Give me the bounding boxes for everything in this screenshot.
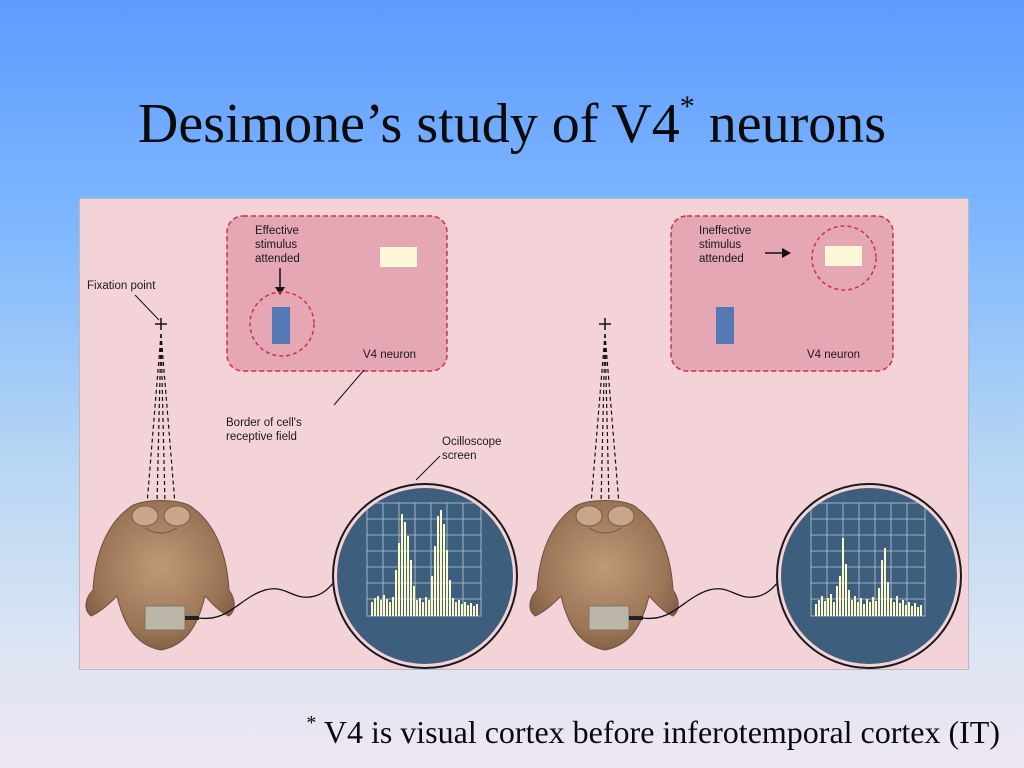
- left-stimulus-label-line1: Effective: [255, 225, 299, 237]
- left-electrode-icon: [144, 605, 186, 631]
- right-stimulus-label-line1: Ineffective: [699, 225, 751, 237]
- left-bar-stimulus: [272, 307, 290, 344]
- figure-svg: Effective stimulus attended V4 neuron In…: [79, 198, 969, 670]
- title-asterisk: *: [679, 90, 695, 123]
- right-bar-stimulus: [716, 307, 734, 344]
- left-stimulus-label-line2: stimulus: [255, 239, 297, 251]
- title-end: neurons: [694, 93, 887, 155]
- right-electrode-icon: [588, 605, 630, 631]
- left-spike-histogram: [371, 510, 478, 616]
- right-monkey-head-icon: [529, 500, 679, 651]
- right-stimulus-label-line3: attended: [699, 253, 744, 265]
- left-stimulus-label-line3: attended: [255, 253, 300, 265]
- left-crosshair-icon: [155, 318, 167, 330]
- footnote: * V4 is visual cortex before inferotempo…: [0, 713, 1000, 750]
- right-oscilloscope-screen: [776, 483, 962, 669]
- footnote-text: V4 is visual cortex before inferotempora…: [316, 714, 1000, 750]
- left-down-arrowhead: [275, 287, 285, 295]
- left-neuron-label: V4 neuron: [363, 349, 416, 361]
- right-receptive-field: [811, 225, 877, 291]
- fixation-leader-line: [134, 294, 160, 321]
- left-light-stimulus: [380, 247, 417, 267]
- title-main: Desimone’s study of V4: [137, 93, 680, 155]
- right-stimulus-label-line2: stimulus: [699, 239, 741, 251]
- right-arrowhead: [782, 248, 791, 258]
- right-sight-lines: [590, 333, 620, 505]
- footnote-asterisk: *: [306, 712, 317, 734]
- border-leader-line: [333, 369, 365, 406]
- border-label-line1: Border of cell's: [226, 417, 302, 429]
- right-neuron-label: V4 neuron: [807, 349, 860, 361]
- left-receptive-field: [249, 291, 315, 357]
- oscilloscope-leader-line: [415, 455, 441, 481]
- v4-study-figure: Effective stimulus attended V4 neuron In…: [79, 198, 969, 670]
- right-neuron-box: Ineffective stimulus attended V4 neuron: [670, 215, 894, 372]
- right-spike-histogram: [815, 538, 922, 616]
- right-signal-wire: [642, 579, 784, 620]
- left-sight-lines: [146, 333, 176, 505]
- slide-title: Desimone’s study of V4* neurons: [0, 92, 1024, 155]
- left-neuron-box: Effective stimulus attended V4 neuron: [226, 215, 448, 372]
- oscilloscope-label-line2: screen: [442, 450, 477, 462]
- oscilloscope-label-line1: Ocilloscope: [442, 436, 501, 448]
- fixation-point-label: Fixation point: [87, 280, 156, 292]
- left-oscilloscope-screen: [332, 483, 518, 669]
- left-signal-wire: [198, 579, 340, 620]
- border-label-line2: receptive field: [226, 431, 297, 443]
- right-light-stimulus: [825, 246, 862, 266]
- right-crosshair-icon: [599, 318, 611, 330]
- left-monkey-head-icon: [85, 500, 235, 651]
